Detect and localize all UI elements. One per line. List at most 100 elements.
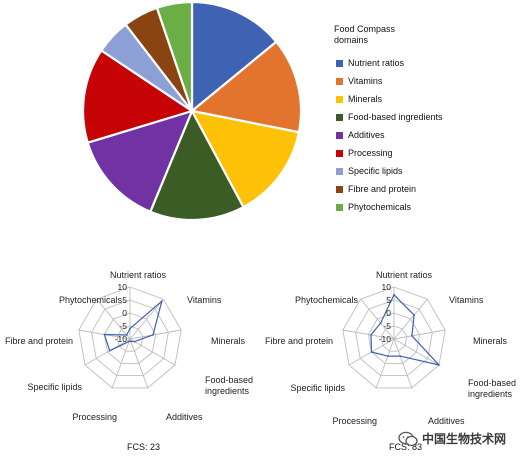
radar-spoke <box>375 338 395 389</box>
radar-point-phytochemicals <box>379 322 382 324</box>
domain-pie-chart <box>82 0 303 222</box>
legend-label: Minerals <box>348 94 383 104</box>
radar-axis-label-fibre-and-protein: Fibre and protein <box>5 336 73 346</box>
radar-axis-label-additives: Additives <box>428 416 465 426</box>
radar-spoke <box>129 338 149 389</box>
fcs-score-left: FCS: 23 <box>127 442 161 452</box>
radar-point-food-based-ingredients <box>133 340 136 343</box>
pie-slice-phytochemicals <box>155 0 194 112</box>
radar-axis-label-specific-lipids: Specific lipids <box>290 383 345 393</box>
radar-spoke <box>111 338 131 389</box>
radar-point-nutrient-ratios <box>393 293 395 296</box>
pie-slice-vitamins <box>189 40 303 134</box>
radar-grid-ring <box>367 312 421 364</box>
radar-grid-ring <box>91 299 169 377</box>
legend-item-additives: Additives <box>336 126 443 144</box>
legend-swatch <box>336 131 343 139</box>
legend-swatch <box>336 149 343 157</box>
legend-item-fibre-and-protein: Fibre and protein <box>336 180 443 198</box>
legend-label: Food-based ingredients <box>348 112 443 122</box>
radar-point-processing <box>386 355 389 357</box>
legend-item-minerals: Minerals <box>336 90 443 108</box>
radar-axis-label-nutrient-ratios: Nutrient ratios <box>376 270 433 280</box>
fcs-score-right: FCS: 83 <box>389 442 423 452</box>
radar-grid-ring <box>116 325 144 352</box>
radar-spoke <box>96 298 131 340</box>
radar-series-line <box>103 300 163 352</box>
legend-swatch <box>336 77 343 85</box>
legend-label: Specific lipids <box>348 166 403 176</box>
radar-grid-ring <box>78 286 182 389</box>
radar-point-specific-lipids <box>370 351 373 353</box>
radar-axis-label-vitamins: Vitamins <box>187 295 222 305</box>
legend-swatch <box>336 167 343 175</box>
radar-axis-label-minerals: Minerals <box>473 336 508 346</box>
radar-point-vitamins <box>160 300 163 303</box>
radar-axis-label-processing: Processing <box>72 412 117 422</box>
radar-point-specific-lipids <box>108 349 111 352</box>
radar-point-nutrient-ratios <box>129 327 131 330</box>
legend-item-nutrient-ratios: Nutrient ratios <box>336 54 443 72</box>
legend-label: Phytochemicals <box>348 202 412 212</box>
legend-swatch <box>336 59 343 67</box>
legend-swatch <box>336 203 343 211</box>
pie-slice-additives <box>86 109 194 214</box>
radar-axis-label-processing: Processing <box>332 416 377 426</box>
legend-item-phytochemicals: Phytochemicals <box>336 198 443 216</box>
pie-slice-food-based-ingredients <box>148 108 245 222</box>
radar-axis-label-vitamins: Vitamins <box>449 295 484 305</box>
pie-slice-minerals <box>189 109 301 209</box>
radar-point-processing <box>128 340 131 343</box>
radar-point-phytochemicals <box>125 334 128 336</box>
radar-spoke <box>393 298 428 340</box>
radar-grid-ring <box>380 325 408 352</box>
radar-tick-label: 5 <box>122 295 127 305</box>
legend-label: Vitamins <box>348 76 383 86</box>
radar-axis-label-phytochemicals: Phytochemicals <box>59 295 123 305</box>
legend-label: Fibre and protein <box>348 184 417 194</box>
legend-label: Processing <box>348 148 393 158</box>
radar-point-additives <box>399 355 402 357</box>
radar-spoke <box>129 298 164 340</box>
legend-swatch <box>336 95 343 103</box>
legend-item-specific-lipids: Specific lipids <box>336 162 443 180</box>
radar-series-line <box>370 294 440 366</box>
radar-point-minerals <box>411 334 413 337</box>
radar-axis-label-phytochemicals: Phytochemicals <box>295 295 359 305</box>
radar-axis-label-additives: Additives <box>166 412 203 422</box>
radar-tick-label: -5 <box>119 321 127 331</box>
radar-axis-label-nutrient-ratios: Nutrient ratios <box>110 270 167 280</box>
legend-label: Additives <box>348 130 385 140</box>
radar-spoke <box>393 329 446 340</box>
legend-item-vitamins: Vitamins <box>336 72 443 90</box>
legend-swatch <box>336 113 343 121</box>
radar-tick-label: 0 <box>386 308 391 318</box>
radar-point-fibre-and-protein <box>103 333 106 336</box>
radar-spoke <box>84 338 131 366</box>
radar-point-minerals <box>152 334 154 336</box>
radar-tick-label: -5 <box>383 321 391 331</box>
radar-axis-label-minerals: Minerals <box>211 336 246 346</box>
radar-tick-label: 0 <box>122 308 127 318</box>
radar-grid-ring <box>103 312 157 364</box>
radar-spoke <box>129 329 182 340</box>
radar-spoke <box>393 338 413 389</box>
legend-item-food-based-ingredients: Food-based ingredients <box>336 108 443 126</box>
radar-axis-label-fibre-and-protein: Fibre and protein <box>265 336 333 346</box>
legend-title-line2: domains <box>334 35 369 45</box>
wechat-logo-icon <box>398 431 418 446</box>
radar-tick-label: -10 <box>379 334 392 344</box>
radar-tick-label: 5 <box>386 295 391 305</box>
radar-spoke <box>342 329 395 340</box>
pie-slice-nutrient-ratios <box>190 0 278 114</box>
radar-spoke <box>129 338 176 366</box>
legend-swatch <box>336 185 343 193</box>
radar-grid-ring <box>342 286 446 389</box>
radar-tick-label: -10 <box>115 334 128 344</box>
legend-label: Nutrient ratios <box>348 58 405 68</box>
radar-point-fibre-and-protein <box>370 334 372 336</box>
radar-spoke <box>360 298 395 340</box>
